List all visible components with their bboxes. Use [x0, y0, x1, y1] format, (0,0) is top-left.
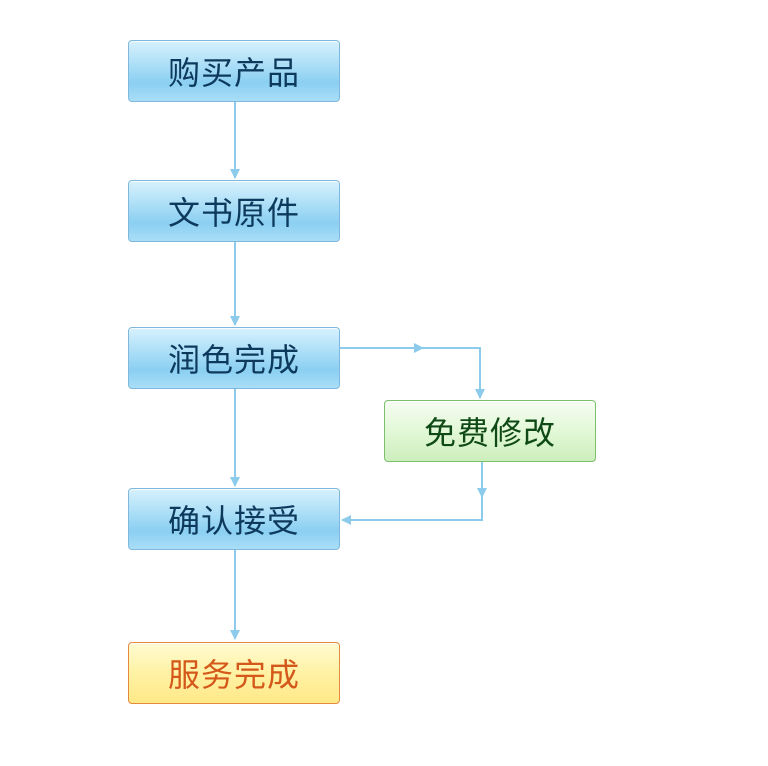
node-accept: 确认接受: [128, 488, 340, 550]
node-done: 服务完成: [128, 642, 340, 704]
node-original: 文书原件: [128, 180, 340, 242]
node-buy: 购买产品: [128, 40, 340, 102]
node-revise: 免费修改: [384, 400, 596, 462]
node-polish: 润色完成: [128, 327, 340, 389]
edge-revise-to-accept-b: [341, 497, 483, 525]
edge-polish-to-revise-b: [423, 347, 485, 399]
